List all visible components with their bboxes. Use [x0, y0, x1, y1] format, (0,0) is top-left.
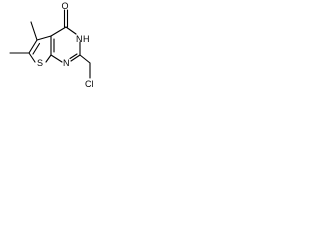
bond-s-c7a — [45, 54, 52, 63]
bond-c2-ch2 — [79, 54, 91, 64]
oxygen-atom-label: O — [62, 1, 69, 11]
bond-c4a-c5 — [36, 35, 52, 41]
nh-nitrogen-atom-label: N — [76, 34, 83, 44]
sulfur-atom-label: S — [37, 58, 43, 68]
bond-c2-n1 — [70, 54, 81, 62]
bond-c5-c6 — [28, 39, 38, 54]
thienopyrimidinone-structure: O N H N S Cl — [9, 1, 94, 89]
bond-c5-c6-inner — [32, 42, 41, 55]
bond-c6-s — [28, 52, 36, 63]
bond-c5-methyl — [30, 21, 38, 41]
bond-n1-c7a — [50, 54, 63, 63]
bond-c4-n3 — [65, 26, 77, 35]
atom-labels: O N H N S Cl — [37, 1, 94, 89]
chlorine-atom-label: Cl — [85, 79, 94, 89]
ring-nitrogen-atom-label: N — [63, 58, 70, 68]
bond-c4-c4a — [50, 26, 67, 37]
bonds — [9, 9, 91, 79]
bond-c2-n1-inner — [69, 53, 78, 60]
nh-hydrogen-atom-label: H — [83, 34, 90, 44]
